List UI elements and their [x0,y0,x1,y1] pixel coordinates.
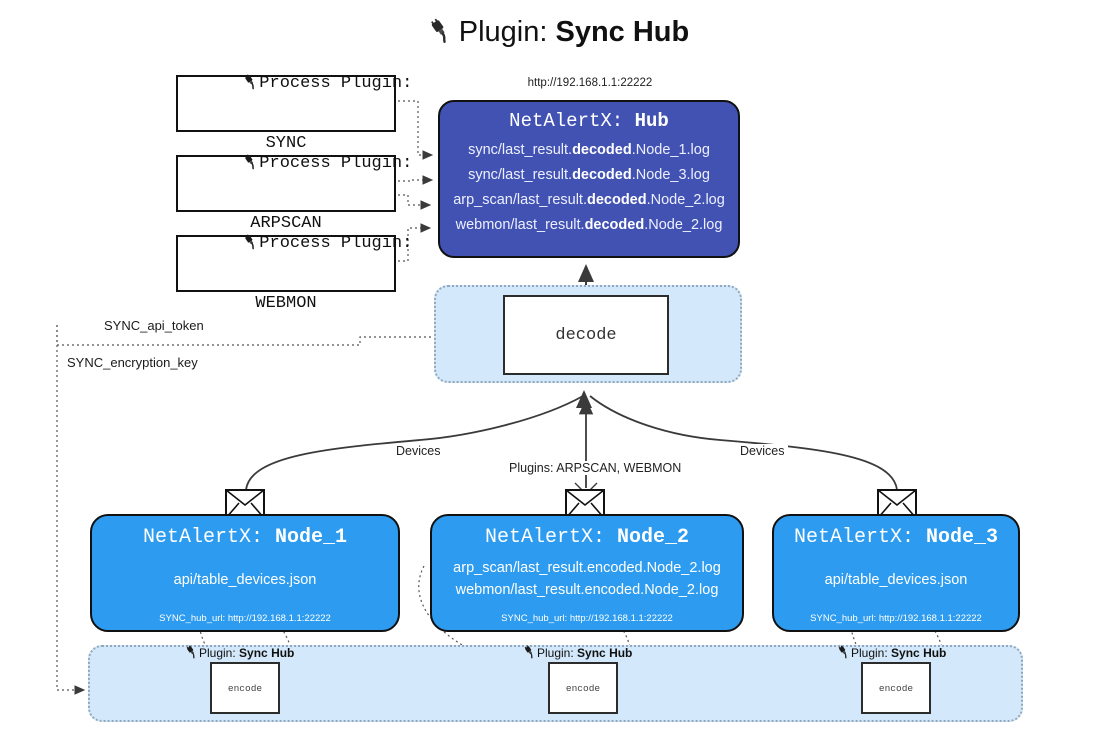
plug-icon [428,18,454,52]
node-box-node-3[interactable]: NetAlertX: Node_3 api/table_devices.json… [772,514,1020,632]
node-box-node-1[interactable]: NetAlertX: Node_1 api/table_devices.json… [90,514,400,632]
hub-log-pre: sync/last_result. [468,142,573,158]
hub-log-post: .Node_2.log [646,192,725,208]
encode-label: encode [227,682,263,694]
plugin-tag-sync-hub-3: Plugin: Sync Hub [837,645,946,660]
node-title-name: Node_3 [926,526,999,549]
hub-log-post: .Node_2.log [644,217,723,233]
encode-box-3[interactable]: encode [861,662,931,714]
process-plugin-box-webmon[interactable]: Process Plugin: WEBMON [176,234,412,313]
node-title-prefix: NetAlertX: [484,526,605,549]
process-plugin-line1: Process Plugin: [259,73,413,93]
node-title: NetAlertX: Node_3 [774,526,1018,549]
sync-encryption-key-label: SYNC_encryption_key [63,355,202,370]
node-data-line: api/table_devices.json [173,572,317,588]
plugin-tag-prefix: Plugin: [199,646,236,660]
hub-title-name: Hub [634,110,669,132]
plugin-tag-name: Sync Hub [239,646,295,660]
plug-icon [162,233,260,253]
plugin-tag-sync-hub-1: Plugin: Sync Hub [185,645,294,660]
plugin-tag-name: Sync Hub [891,646,947,660]
hub-log-pre: sync/last_result. [468,167,573,183]
hub-url-label: http://192.168.1.1:22222 [527,77,653,89]
hub-log-pre: arp_scan/last_result. [453,192,587,208]
hub-title-prefix: NetAlertX: [509,110,624,132]
hub-log-em: decoded [584,217,645,233]
hub-log-pre: webmon/last_result. [455,217,585,233]
process-plugin-box-sync[interactable]: Process Plugin: SYNC [176,74,412,153]
encode-box-2[interactable]: encode [548,662,618,714]
plugin-tag-prefix: Plugin: [537,646,574,660]
node-title-name: Node_2 [617,526,690,549]
hub-log-line: arp_scan/last_result.decoded.Node_2.log [440,188,738,213]
node-title: NetAlertX: Node_1 [92,526,398,549]
page-title: Plugin: Sync Hub [0,16,1117,52]
node-hub-url: SYNC_hub_url: http://192.168.1.1:22222 [810,613,982,624]
plugin-tag-sync-hub-2: Plugin: Sync Hub [523,645,632,660]
plug-icon [837,645,851,660]
plugin-tag-name: Sync Hub [577,646,633,660]
node-title-prefix: NetAlertX: [793,526,914,549]
node-title: NetAlertX: Node_2 [432,526,742,549]
process-plugin-line2: SYNC [265,133,307,153]
encode-box-1[interactable]: encode [210,662,280,714]
node-data-line: webmon/last_result.encoded.Node_2.log [455,582,719,598]
devices-label-right: Devices [736,444,789,458]
node-hub-url: SYNC_hub_url: http://192.168.1.1:22222 [159,613,331,624]
plugins-label-center: Plugins: ARPSCAN, WEBMON [505,461,686,475]
plug-icon [162,73,260,93]
node-box-node-2[interactable]: NetAlertX: Node_2 arp_scan/last_result.e… [430,514,744,632]
hub-log-post: .Node_3.log [631,167,710,183]
encode-label: encode [878,682,914,694]
title-prefix: Plugin: [458,16,548,48]
hub-log-line: sync/last_result.decoded.Node_3.log [440,163,738,188]
node-hub-url: SYNC_hub_url: http://192.168.1.1:22222 [501,613,673,624]
process-plugin-line2: ARPSCAN [250,213,322,233]
process-plugin-line1: Process Plugin: [259,153,413,173]
decode-label: decode [555,325,617,345]
node-title-name: Node_1 [275,526,348,549]
node-data-line: api/table_devices.json [824,572,968,588]
process-plugin-line1: Process Plugin: [259,233,413,253]
plug-icon [185,645,199,660]
hub-log-em: decoded [572,167,632,183]
plug-icon [162,153,260,173]
node-data-line: arp_scan/last_result.encoded.Node_2.log [453,560,721,576]
hub-title: NetAlertX: Hub [440,110,738,132]
hub-node[interactable]: NetAlertX: Hub sync/last_result.decoded.… [438,100,740,258]
encode-label: encode [565,682,601,694]
plugin-tag-prefix: Plugin: [851,646,888,660]
hub-log-line: webmon/last_result.decoded.Node_2.log [440,213,738,238]
node-title-prefix: NetAlertX: [142,526,263,549]
plug-icon [523,645,537,660]
hub-log-line: sync/last_result.decoded.Node_1.log [440,138,738,163]
hub-log-post: .Node_1.log [631,142,710,158]
decode-box[interactable]: decode [503,295,669,375]
title-name: Sync Hub [555,16,690,48]
sync-api-token-label: SYNC_api_token [100,318,208,333]
devices-label-left: Devices [392,444,445,458]
process-plugin-box-arpscan[interactable]: Process Plugin: ARPSCAN [176,154,412,233]
hub-log-em: decoded [572,142,632,158]
envelope-icon [225,489,265,524]
hub-log-em: decoded [586,192,647,208]
process-plugin-line2: WEBMON [255,293,317,313]
